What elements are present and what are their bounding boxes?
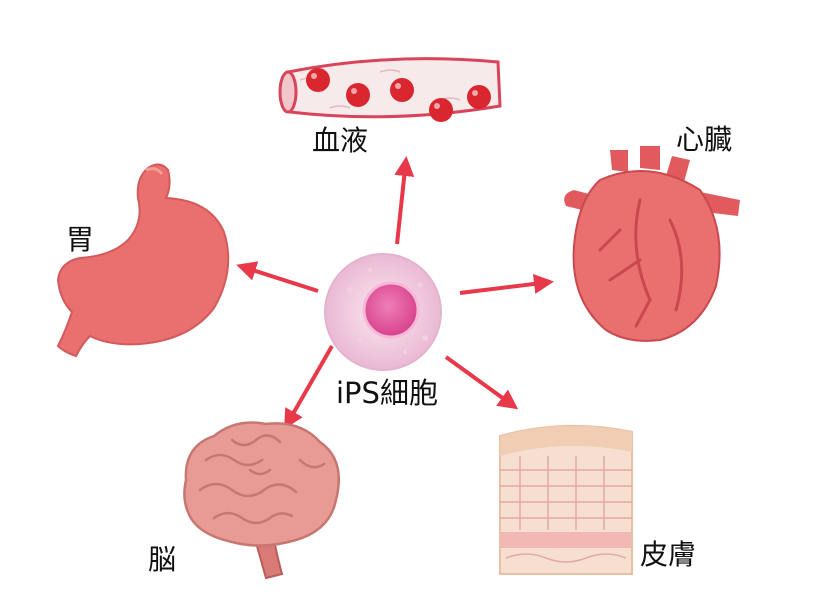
stomach-illustration <box>56 163 230 358</box>
blood-label: 血液 <box>312 124 369 157</box>
skin-illustration <box>499 424 633 575</box>
arrow-to-skin <box>444 355 519 410</box>
skin-label: 皮膚 <box>640 538 697 571</box>
arrow-to-blood <box>394 156 415 245</box>
ips-cell-label: iPS細胞 <box>336 376 438 410</box>
arrow-to-stomach <box>236 261 319 293</box>
blood-vessel-illustration <box>278 57 502 122</box>
arrow-to-heart <box>459 274 554 295</box>
arrows <box>236 156 554 430</box>
stomach-label: 胃 <box>66 223 95 256</box>
arrow-to-brain <box>284 345 334 430</box>
brain-label: 脳 <box>148 543 177 576</box>
ips-cell <box>324 253 442 371</box>
brain-illustration <box>183 421 340 580</box>
heart-illustration <box>564 146 740 342</box>
heart-label: 心臓 <box>676 123 733 156</box>
